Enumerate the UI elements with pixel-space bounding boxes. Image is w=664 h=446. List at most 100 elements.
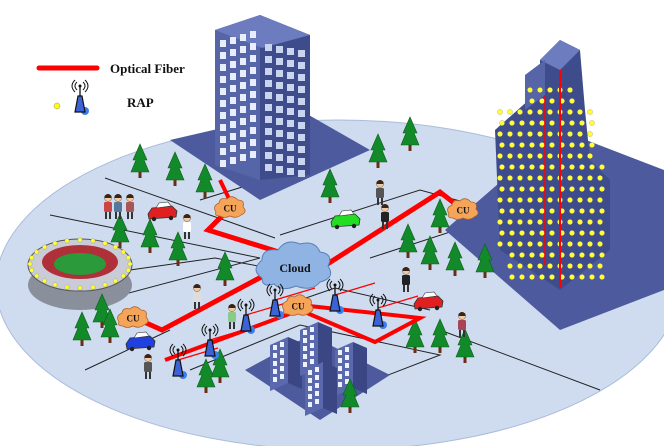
window [276,58,283,65]
window-light [589,142,595,148]
window-light [529,274,535,280]
window-light [587,197,593,203]
window [265,80,272,87]
stadium-light [77,285,83,291]
window [276,70,283,77]
stadium-field [54,253,106,275]
window-light [539,142,545,148]
window [287,168,294,175]
window-light [577,153,583,159]
window-light [499,208,505,214]
window-light [537,153,543,159]
window [240,82,246,89]
window-light [569,98,575,104]
window [298,122,305,129]
window [250,79,256,86]
window-light [589,274,595,280]
window [303,354,307,359]
window [250,151,256,158]
window-light [579,274,585,280]
window [287,108,294,115]
window-light [547,175,553,181]
window [273,377,277,382]
window-light [577,241,583,247]
window-light [579,142,585,148]
window [230,133,236,140]
window [298,98,305,105]
window [287,96,294,103]
window [240,118,246,125]
stadium-light [77,237,83,243]
window-light [539,98,545,104]
window [308,394,312,399]
window-light [529,208,535,214]
window-light [549,164,555,170]
window-light [579,252,585,258]
window [298,134,305,141]
window-light [597,241,603,247]
window-light [589,120,595,126]
window [287,72,294,79]
window [287,84,294,91]
window-light [547,197,553,203]
window-light [569,208,575,214]
window [308,386,312,391]
window-light [599,186,605,192]
window [240,130,246,137]
window [250,91,256,98]
window [315,375,319,380]
window [230,37,236,44]
window [303,330,307,335]
window [338,358,342,363]
bottom-building-front [353,342,367,394]
window [338,366,342,371]
stadium-light [113,278,118,284]
window [310,351,314,356]
stadium-light [64,284,70,290]
window-light [539,208,545,214]
window [240,154,246,161]
window [345,371,349,376]
window [345,363,349,368]
window-light [529,186,535,192]
window [276,94,283,101]
window-light [497,131,503,137]
window-light [497,153,503,159]
window [220,112,226,119]
window-light [537,175,543,181]
window [276,82,283,89]
window-light [597,219,603,225]
window-light [519,274,525,280]
window [273,353,277,358]
window [276,118,283,125]
window-light [519,142,525,148]
window [265,68,272,75]
window-light [597,175,603,181]
window [276,142,283,149]
window-light [589,164,595,170]
window [273,369,277,374]
window-light [589,208,595,214]
window-light [577,131,583,137]
window [240,142,246,149]
window [308,402,312,407]
window-light [567,175,573,181]
window [250,115,256,122]
window-light [507,241,513,247]
window-light [587,263,593,269]
window [240,58,246,65]
window-light [529,252,535,258]
window-light [497,219,503,225]
window [310,335,314,340]
window [250,139,256,146]
window-light [589,186,595,192]
road-line [104,177,276,239]
window [308,370,312,375]
window-light [497,241,503,247]
window-light [599,274,605,280]
window [220,52,226,59]
window [250,127,256,134]
bottom-building-side [305,362,323,416]
window-light [539,186,545,192]
window [298,74,305,81]
